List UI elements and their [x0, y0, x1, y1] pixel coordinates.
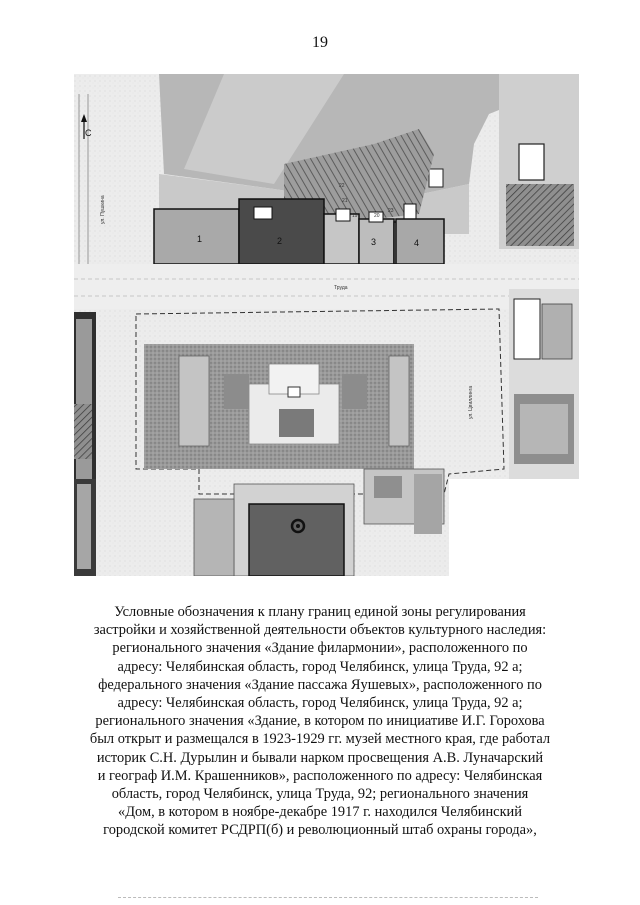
marker-20: 20 — [374, 213, 380, 219]
caption-line: регионального значения «Здание филармони… — [112, 640, 528, 657]
street-label-pushkina: ул. Пушкина — [100, 195, 106, 224]
marker-23: 23 — [388, 208, 394, 214]
page-bottom-rule — [118, 897, 538, 898]
main-street — [74, 264, 579, 309]
caption-line: был открыт и размещался в 1923-1929 гг. … — [89, 731, 551, 748]
caption-line: городской комитет РСДРП(б) и революционн… — [103, 822, 537, 839]
building-3 — [358, 218, 395, 265]
site-plan-map: С 1 2 3 4 22 21 19 20 23 Труда ул. Цвил — [74, 74, 579, 576]
caption-line: «Дом, в котором в ноябре-декабре 1917 г.… — [118, 804, 522, 821]
caption-line: регионального значения «Здание, в которо… — [95, 713, 545, 730]
caption-line: адресу: Челябинская область, город Челяб… — [117, 658, 523, 675]
lower-building — [248, 503, 345, 576]
building-1-label: 1 — [197, 234, 202, 244]
monument-circle — [290, 518, 306, 534]
street-label-tsvillinga: ул. Цвиллинга — [468, 386, 474, 419]
building-2 — [238, 198, 325, 265]
marker-19: 19 — [352, 213, 358, 219]
building-1 — [153, 208, 240, 265]
map-legend-caption: Условные обозначения к плану границ един… — [60, 603, 580, 840]
blank-area — [449, 479, 579, 576]
heritage-zone — [284, 129, 434, 219]
north-arrow-letter: С — [85, 128, 92, 138]
building-4-label: 4 — [414, 238, 419, 248]
building-3-label: 3 — [371, 237, 376, 247]
building-2-label: 2 — [277, 236, 282, 246]
caption-line: область, город Челябинск, улица Труда, 9… — [111, 786, 529, 803]
marker-22: 22 — [339, 183, 345, 189]
building-4 — [395, 218, 445, 265]
caption-line: адресу: Челябинская область, город Челяб… — [117, 695, 523, 712]
page-number: 19 — [312, 34, 328, 51]
caption-line: Условные обозначения к плану границ един… — [114, 604, 526, 620]
caption-line: и географ И.М. Крашенников», расположенн… — [97, 767, 543, 784]
marker-21: 21 — [342, 198, 348, 204]
zone-boundary — [135, 308, 505, 495]
caption-line: историк С.Н. Дурылин и бывали нарком про… — [96, 749, 544, 766]
street-label-trud: Труда — [334, 285, 348, 291]
caption-line: застройки и хозяйственной деятельности о… — [93, 622, 547, 639]
caption-line: федерального значения «Здание пассажа Яу… — [98, 676, 542, 693]
